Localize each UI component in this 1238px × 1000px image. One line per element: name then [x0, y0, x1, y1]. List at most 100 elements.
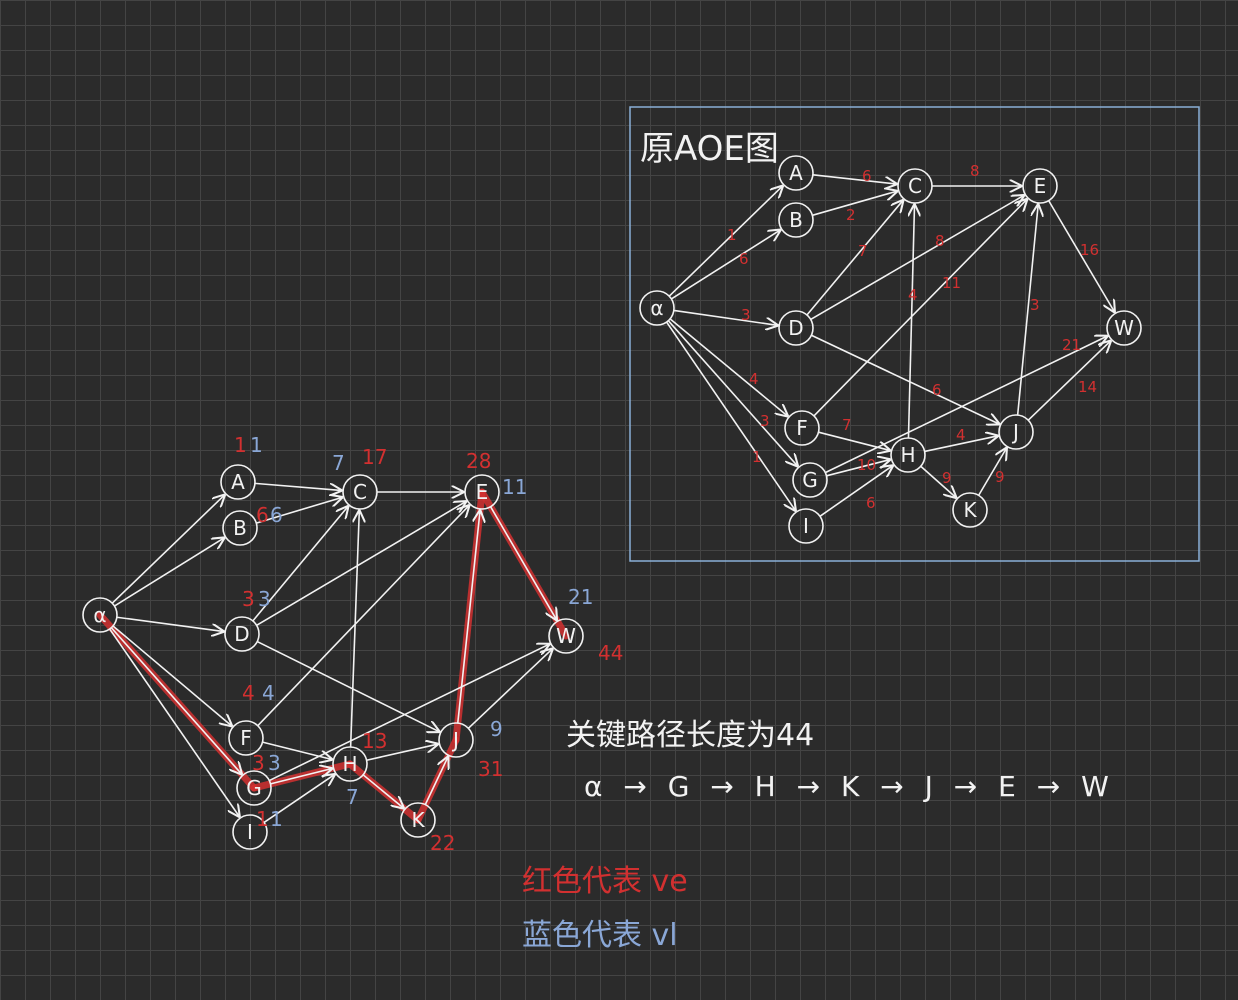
orig-edge-H-J [924, 436, 998, 453]
orig-node-K-label: K [963, 498, 977, 522]
orig-weight-alpha-A: 1 [727, 226, 737, 244]
left-edge-J-W [467, 649, 552, 729]
orig-edge-J-E [1016, 205, 1039, 416]
ve-value-W: 44 [598, 641, 623, 665]
left-node-J-circle [438, 722, 474, 758]
left-edge-G-H [270, 769, 331, 785]
left-node-H-circle [332, 746, 368, 782]
orig-edge-D-C [806, 201, 903, 316]
ve-value-J: 31 [478, 757, 503, 781]
orig-node-G: G [792, 462, 828, 498]
vl-value-G: 3 [268, 751, 281, 775]
orig-node-J-circle [998, 414, 1034, 450]
ve-value-K: 22 [430, 831, 455, 855]
orig-weight-G-W: 21 [1062, 336, 1081, 354]
left-edge-E-W [489, 506, 557, 620]
orig-node-B-label: B [789, 208, 803, 232]
left-edge-D-E [256, 502, 466, 627]
left-node-D: D [224, 616, 260, 652]
left-edge-alpha-F [112, 625, 231, 726]
left-node-W-label: W [556, 624, 576, 648]
orig-edge-D-E [810, 196, 1024, 321]
left-node-alpha: α [82, 597, 118, 633]
vl-value-J: 9 [490, 717, 503, 741]
left-node-H: H [332, 746, 368, 782]
left-node-A-label: A [231, 470, 245, 494]
left-node-A-circle [220, 464, 256, 500]
orig-node-H: H [890, 437, 926, 473]
ve-value-H: 13 [362, 729, 387, 753]
orig-edge-G-W [824, 336, 1107, 474]
orig-node-E-circle [1022, 168, 1058, 204]
orig-weight-C-E: 8 [970, 162, 980, 180]
left-node-G-label: G [246, 776, 262, 800]
original-aoe-frame [629, 106, 1200, 562]
orig-node-F-label: F [796, 416, 808, 440]
orig-edge-alpha-I [665, 321, 796, 510]
left-node-G-circle [236, 770, 272, 806]
orig-weight-alpha-G: 3 [760, 412, 770, 430]
orig-node-G-label: G [802, 468, 818, 492]
vl-value-D: 3 [258, 587, 271, 611]
ve-value-E: 28 [466, 449, 491, 473]
vl-value-C: 7 [332, 451, 345, 475]
left-node-A: A [220, 464, 256, 500]
left-edge-alpha-B [114, 538, 223, 607]
ve-value-A: 1 [234, 433, 247, 457]
vl-value-I: 1 [270, 807, 283, 831]
orig-node-I-label: I [803, 514, 809, 538]
left-node-K: K [400, 802, 436, 838]
left-node-F: F [228, 720, 264, 756]
orig-node-A-label: A [789, 161, 803, 185]
left-node-I-label: I [247, 820, 253, 844]
orig-node-A-circle [778, 155, 814, 191]
critical-path-sequence: α → G → H → K → J → E → W [584, 770, 1115, 803]
orig-edge-alpha-G [667, 320, 797, 466]
left-node-alpha-label: α [93, 603, 106, 627]
left-node-H-label: H [342, 752, 357, 776]
left-node-C-circle [342, 474, 378, 510]
ve-value-C: 17 [362, 445, 387, 469]
orig-weight-H-C: 4 [908, 286, 918, 304]
orig-node-B: B [778, 202, 814, 238]
orig-weight-F-H: 7 [842, 416, 852, 434]
original-aoe-title: 原AOE图 [640, 129, 779, 169]
orig-weight-I-H: 6 [866, 494, 876, 512]
orig-edge-I-H [819, 466, 892, 517]
left-edge-D-C [252, 507, 348, 622]
orig-node-G-circle [792, 462, 828, 498]
left-edge-I-H [263, 775, 334, 824]
left-edge-F-E [257, 506, 469, 727]
orig-node-D-circle [778, 310, 814, 346]
orig-edge-H-C [907, 205, 914, 439]
left-node-E-circle [464, 474, 500, 510]
orig-edge-F-H [818, 431, 889, 450]
ve-value-G: 3 [252, 751, 265, 775]
left-node-W: W [548, 618, 584, 654]
ve-value-D: 3 [242, 587, 255, 611]
orig-node-K-circle [952, 492, 988, 528]
left-edge-A-C [254, 482, 341, 490]
orig-weight-D-J: 6 [932, 381, 942, 399]
legend-red: 红色代表 ve [522, 864, 688, 899]
left-edge-alpha-I [109, 628, 240, 816]
orig-node-alpha: α [639, 290, 675, 326]
orig-edge-alpha-F [669, 318, 787, 416]
orig-weight-B-C: 2 [846, 206, 856, 224]
orig-edge-alpha-D [673, 309, 777, 325]
orig-weight-D-C: 7 [858, 242, 868, 260]
vl-value-H: 7 [346, 785, 359, 809]
orig-edge-alpha-B [670, 230, 780, 300]
orig-weight-G-H: 10 [857, 456, 876, 474]
orig-edge-F-E [813, 200, 1027, 417]
orig-weight-D-E: 8 [935, 232, 945, 250]
left-node-F-circle [228, 720, 264, 756]
orig-weight-H-K: 9 [942, 469, 952, 487]
orig-node-E-label: E [1034, 174, 1047, 198]
orig-edge-alpha-A [668, 186, 782, 297]
orig-node-F-circle [784, 410, 820, 446]
orig-node-I: I [788, 508, 824, 544]
